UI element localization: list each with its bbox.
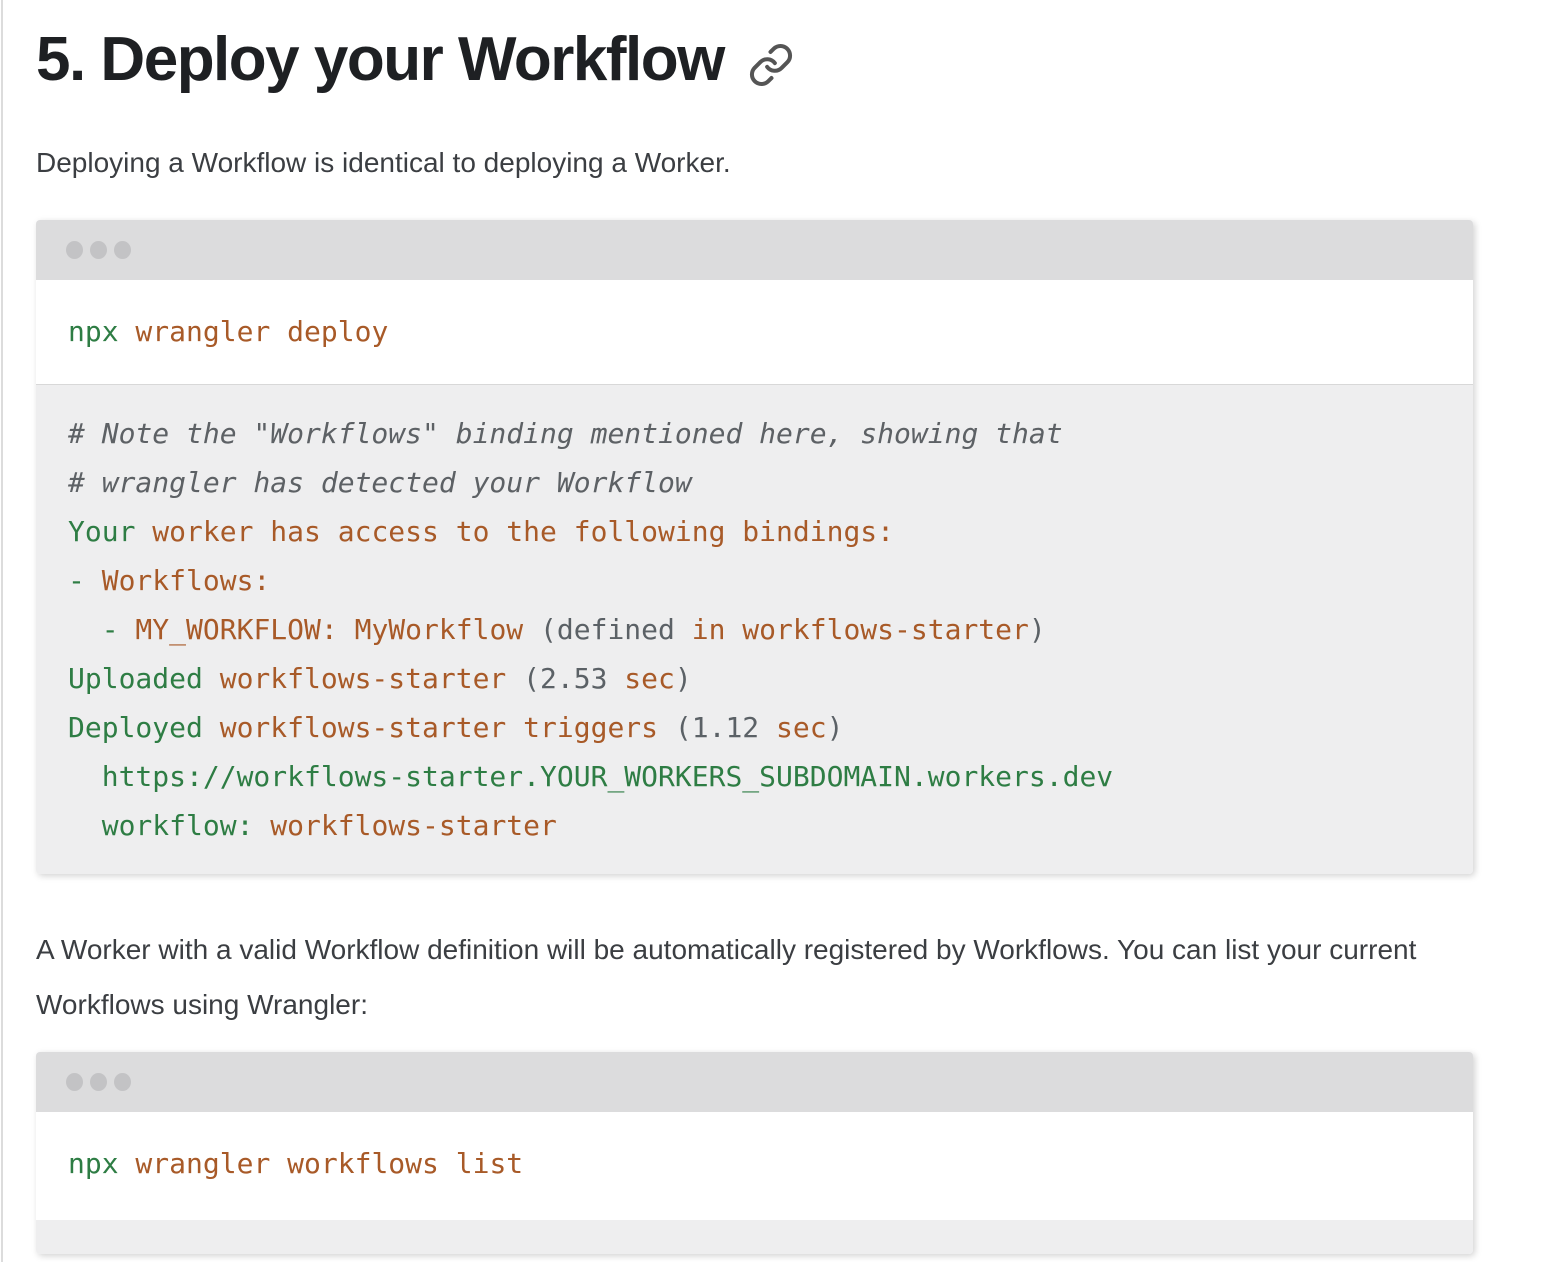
command-output bbox=[36, 1216, 1473, 1255]
terminal-title-bar bbox=[36, 220, 1473, 281]
link-icon bbox=[749, 44, 792, 87]
section-heading-row: 5. Deploy your Workflow bbox=[36, 25, 1473, 94]
window-dot-icon bbox=[66, 241, 83, 260]
intro-paragraph: Deploying a Workflow is identical to dep… bbox=[36, 147, 731, 179]
body-paragraph: A Worker with a valid Workflow definitio… bbox=[36, 934, 1417, 1021]
window-dot-icon bbox=[114, 241, 131, 260]
code-block: npx wrangler deploy # Note the "Workflow… bbox=[36, 220, 1473, 875]
window-dot-icon bbox=[114, 1073, 131, 1092]
command-output: # Note the "Workflows" binding mentioned… bbox=[36, 384, 1473, 875]
page-title: 5. Deploy your Workflow bbox=[36, 25, 725, 94]
heading-anchor-link[interactable] bbox=[748, 42, 794, 88]
code-block: npx wrangler workflows list bbox=[36, 1052, 1473, 1255]
window-dot-icon bbox=[90, 1073, 107, 1092]
terminal-title-bar bbox=[36, 1052, 1473, 1113]
window-dot-icon bbox=[66, 1073, 83, 1092]
window-dot-icon bbox=[90, 241, 107, 260]
content-left-border bbox=[1, 0, 3, 1262]
command-line: npx wrangler workflows list bbox=[36, 1112, 1473, 1217]
docs-article: 5. Deploy your Workflow Deploying a Work… bbox=[36, 25, 1473, 1255]
command-line: npx wrangler deploy bbox=[36, 280, 1473, 385]
